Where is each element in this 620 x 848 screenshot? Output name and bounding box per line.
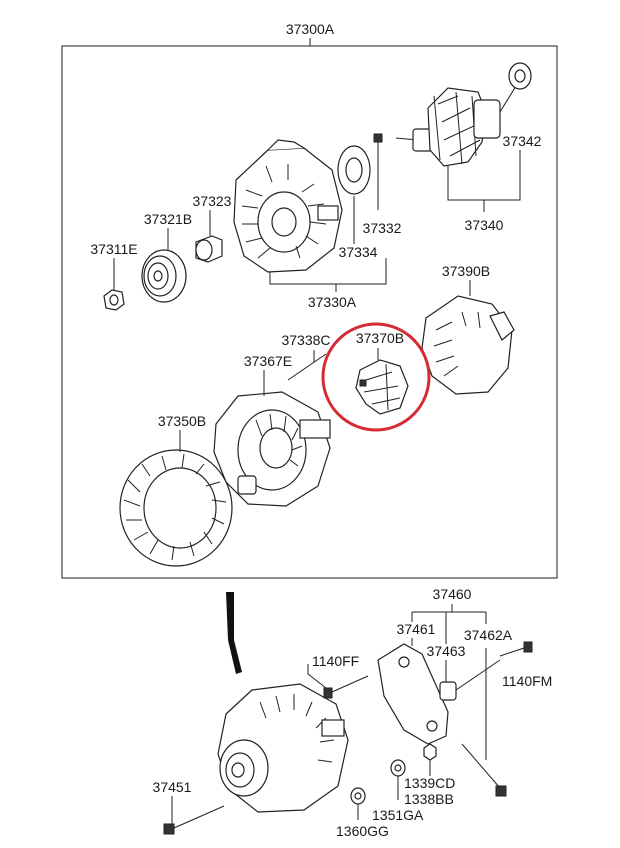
bearing-part <box>337 145 371 244</box>
label-1140FF: 1140FF <box>312 653 359 669</box>
label-37342: 37342 <box>503 133 542 149</box>
label-37460: 37460 <box>433 586 472 602</box>
rear-cover-part <box>421 280 515 395</box>
mounted-alternator-part <box>217 683 349 813</box>
label-37370B: 37370B <box>356 330 404 346</box>
rotor-part <box>395 85 517 167</box>
label-37340: 37340 <box>465 217 504 233</box>
label-1351GA: 1351GA <box>372 807 424 823</box>
nut-part <box>103 258 125 311</box>
stator-part <box>119 430 233 567</box>
label-1360GG: 1360GG <box>336 823 389 839</box>
brush-holder-part <box>355 348 409 415</box>
label-1339CD: 1339CD <box>404 775 455 791</box>
bracket-part <box>377 638 449 745</box>
label-37338C: 37338C <box>281 332 330 348</box>
bushing-part <box>439 660 457 701</box>
spacer-part <box>195 210 223 263</box>
rear-bracket-part <box>213 370 331 507</box>
rotor-bearing-part <box>508 62 532 90</box>
label-37350B: 37350B <box>158 413 206 429</box>
small-nut-part <box>423 743 437 776</box>
upper-bolt-part <box>307 664 369 699</box>
label-37321B: 37321B <box>144 211 192 227</box>
label-37451: 37451 <box>153 779 192 795</box>
washer-a-part <box>390 759 406 800</box>
through-bolt-part <box>287 350 327 381</box>
label-37300A: 37300A <box>286 21 335 37</box>
label-37367E: 37367E <box>244 353 292 369</box>
label-37332: 37332 <box>363 220 402 236</box>
label-37463: 37463 <box>427 643 466 659</box>
label-37461: 37461 <box>397 621 436 637</box>
highlight-circle <box>321 322 431 432</box>
front-bracket-part <box>233 139 343 273</box>
right-bolt-part <box>455 641 533 691</box>
front-bolt-part <box>373 133 383 210</box>
long-bolt-part <box>461 648 507 797</box>
label-37462A: 37462A <box>464 627 513 643</box>
pulley-part <box>141 228 187 303</box>
label-37311E: 37311E <box>90 241 137 257</box>
label-37390B: 37390B <box>442 263 490 279</box>
washer-c-part <box>350 787 366 820</box>
label-37330A: 37330A <box>308 294 357 310</box>
label-1338BB: 1338BB <box>404 791 454 807</box>
transition-arrow <box>226 592 242 674</box>
label-1140FM: 1140FM <box>502 673 552 689</box>
lower-bolt-part <box>163 796 225 835</box>
label-37334: 37334 <box>339 244 378 260</box>
label-37323: 37323 <box>193 193 232 209</box>
